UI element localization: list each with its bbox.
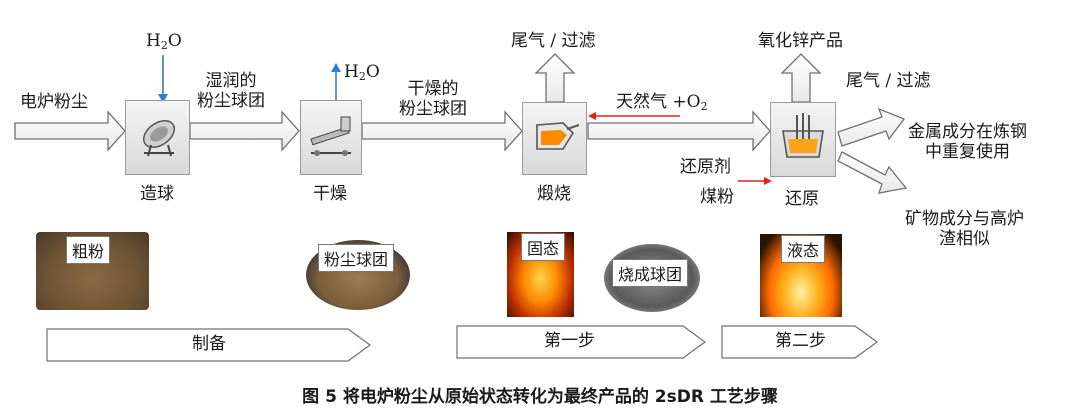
reduction-furnace-box (770, 102, 836, 177)
kiln-icon (536, 122, 580, 150)
gas-text: 天然气 +O (616, 92, 701, 112)
arrow-tail-gas-1 (534, 53, 576, 103)
tag-coarse-powder: 粗粉 (66, 236, 111, 264)
stage-arrow-prep (46, 328, 372, 362)
label-water-in: H2O (146, 31, 182, 53)
arrow-metal-out (837, 107, 906, 147)
water-out-h: H (344, 62, 359, 82)
label-coal: 煤粉 (700, 187, 734, 207)
figure-caption: 图 5 将电炉粉尘从原始状态转化为最终产品的 2sDR 工艺步骤 (302, 387, 778, 407)
label-water-out: H2O (344, 62, 380, 84)
gas-in-head (588, 112, 596, 120)
label-step-dry: 干燥 (313, 184, 347, 204)
stage-arrow-step1 (456, 325, 707, 359)
calciner-box (522, 102, 587, 175)
label-stage-step1: 第一步 (544, 331, 595, 351)
tag-fired-pellets: 烧成球团 (612, 259, 689, 287)
label-step-calcine: 煅烧 (537, 184, 571, 204)
label-zno-product: 氧化锌产品 (758, 31, 843, 51)
arrow-pellet-to-dry (189, 110, 300, 152)
reductant-in-head (764, 177, 772, 185)
tag-solid-state: 固态 (521, 233, 566, 261)
furnace-icon (782, 113, 824, 158)
water-out-o: O (365, 62, 380, 82)
label-tail-gas-1: 尾气 / 过滤 (511, 31, 596, 51)
tag-dust-pellets: 粉尘球团 (318, 244, 395, 272)
label-reductant: 还原剂 (680, 157, 731, 177)
water-in-h: H (146, 31, 161, 51)
label-step-reduce: 还原 (785, 189, 819, 209)
gas-sub: 2 (700, 100, 708, 113)
label-tail-gas-2: 尾气 / 过滤 (846, 71, 931, 91)
water-out-sub: 2 (358, 70, 366, 83)
arrow-calcine-to-reduce (587, 110, 771, 152)
label-step-pelletize: 造球 (140, 184, 174, 204)
arrow-dust-in (14, 110, 126, 152)
label-natural-gas: 天然气 +O2 (616, 92, 708, 114)
tag-liquid-state: 液态 (781, 235, 826, 263)
label-stage-step2: 第二步 (775, 331, 826, 351)
label-dust-input: 电炉粉尘 (20, 92, 88, 112)
label-mineral-slag: 矿物成分与高炉 渣相似 (905, 209, 1024, 249)
dryer-icon (310, 116, 351, 156)
label-metal-reuse: 金属成分在炼钢 中重复使用 (908, 122, 1027, 162)
pelletizer-icon (142, 119, 176, 157)
label-stage-prep: 制备 (192, 334, 226, 354)
water-out-head (331, 63, 341, 72)
water-in-o: O (167, 31, 182, 51)
label-wet-balls: 湿润的 粉尘球团 (197, 71, 265, 111)
arrow-mineral-out (837, 151, 908, 194)
water-in-sub: 2 (160, 39, 168, 52)
label-dry-balls: 干燥的 粉尘球团 (399, 79, 467, 119)
stage-arrow-step2 (721, 325, 879, 359)
arrow-zno-product (780, 53, 822, 103)
dryer-box (300, 100, 362, 175)
arrow-dry-to-calcine (361, 110, 523, 152)
water-in-head (158, 94, 168, 103)
pelletizer-box (125, 100, 190, 175)
